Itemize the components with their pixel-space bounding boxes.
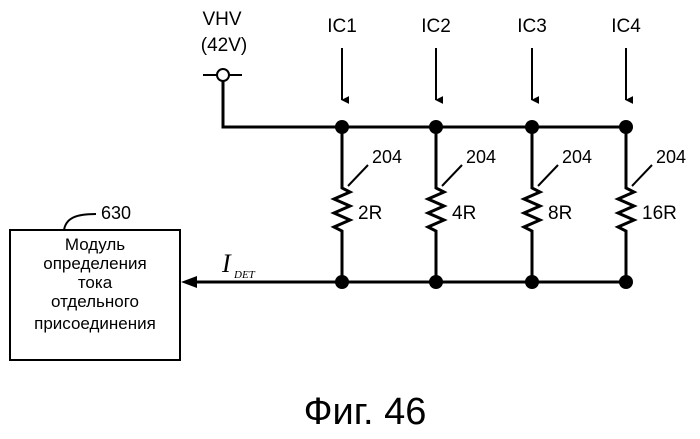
resistor-value-label: 2R xyxy=(358,203,382,224)
resistor-branch-1: 204 2R xyxy=(334,120,402,289)
junction-dot-bottom xyxy=(335,275,349,289)
output-signal-sub: DET xyxy=(233,269,256,281)
module-text-line: отдельного xyxy=(51,292,139,311)
resistor-branch-4: 204 16R xyxy=(618,120,686,289)
junction-dot-top xyxy=(335,120,349,134)
input-ic2: IC2 xyxy=(421,16,451,100)
junction-dot-top xyxy=(429,120,443,134)
input-ic4: IC4 xyxy=(611,16,641,100)
supply-terminal-symbol xyxy=(203,69,342,127)
resistor-symbol xyxy=(618,127,634,282)
detection-module: 630 Модуль определения тока отдельного п… xyxy=(10,203,180,360)
junction-dot-top xyxy=(619,120,633,134)
resistor-value-label: 16R xyxy=(642,203,677,224)
input-label: IC2 xyxy=(421,16,451,37)
resistor-ref-label: 204 xyxy=(372,147,402,167)
module-ref-leader xyxy=(64,214,96,230)
junction-dot-bottom xyxy=(619,275,633,289)
resistor-ref-label: 204 xyxy=(656,147,686,167)
resistor-symbol xyxy=(428,127,444,282)
output-arrowhead xyxy=(181,276,197,288)
module-text-line: Модуль xyxy=(65,235,125,254)
resistor-value-label: 8R xyxy=(548,203,572,224)
junction-dot-bottom xyxy=(429,275,443,289)
junction-dot-top xyxy=(525,120,539,134)
figure-caption: Фиг. 46 xyxy=(304,391,427,433)
leader-line xyxy=(632,165,652,186)
supply-voltage-label: (42V) xyxy=(201,35,247,56)
input-label: IC1 xyxy=(327,16,357,37)
leader-line xyxy=(442,165,462,186)
output-signal-label: I DET xyxy=(221,249,256,281)
resistor-symbol xyxy=(524,127,540,282)
leader-line xyxy=(348,165,368,186)
module-text-line: определения xyxy=(43,254,146,273)
input-ic1: IC1 xyxy=(327,16,357,100)
module-text-line: тока xyxy=(78,273,113,292)
supply-name-label: VHV xyxy=(202,9,241,30)
resistor-symbol xyxy=(334,127,350,282)
output-signal-main: I xyxy=(221,249,232,278)
resistor-ref-label: 204 xyxy=(562,147,592,167)
input-label: IC4 xyxy=(611,16,641,37)
resistor-ref-label: 204 xyxy=(466,147,496,167)
input-label: IC3 xyxy=(517,16,547,37)
resistor-branch-3: 204 8R xyxy=(524,120,592,289)
input-ic3: IC3 xyxy=(517,16,547,100)
leader-line xyxy=(538,165,558,186)
module-ref-label: 630 xyxy=(101,203,131,223)
resistor-value-label: 4R xyxy=(452,203,476,224)
module-text-line: присоединения xyxy=(34,314,156,333)
junction-dot-bottom xyxy=(525,275,539,289)
resistor-branch-2: 204 4R xyxy=(428,120,496,289)
